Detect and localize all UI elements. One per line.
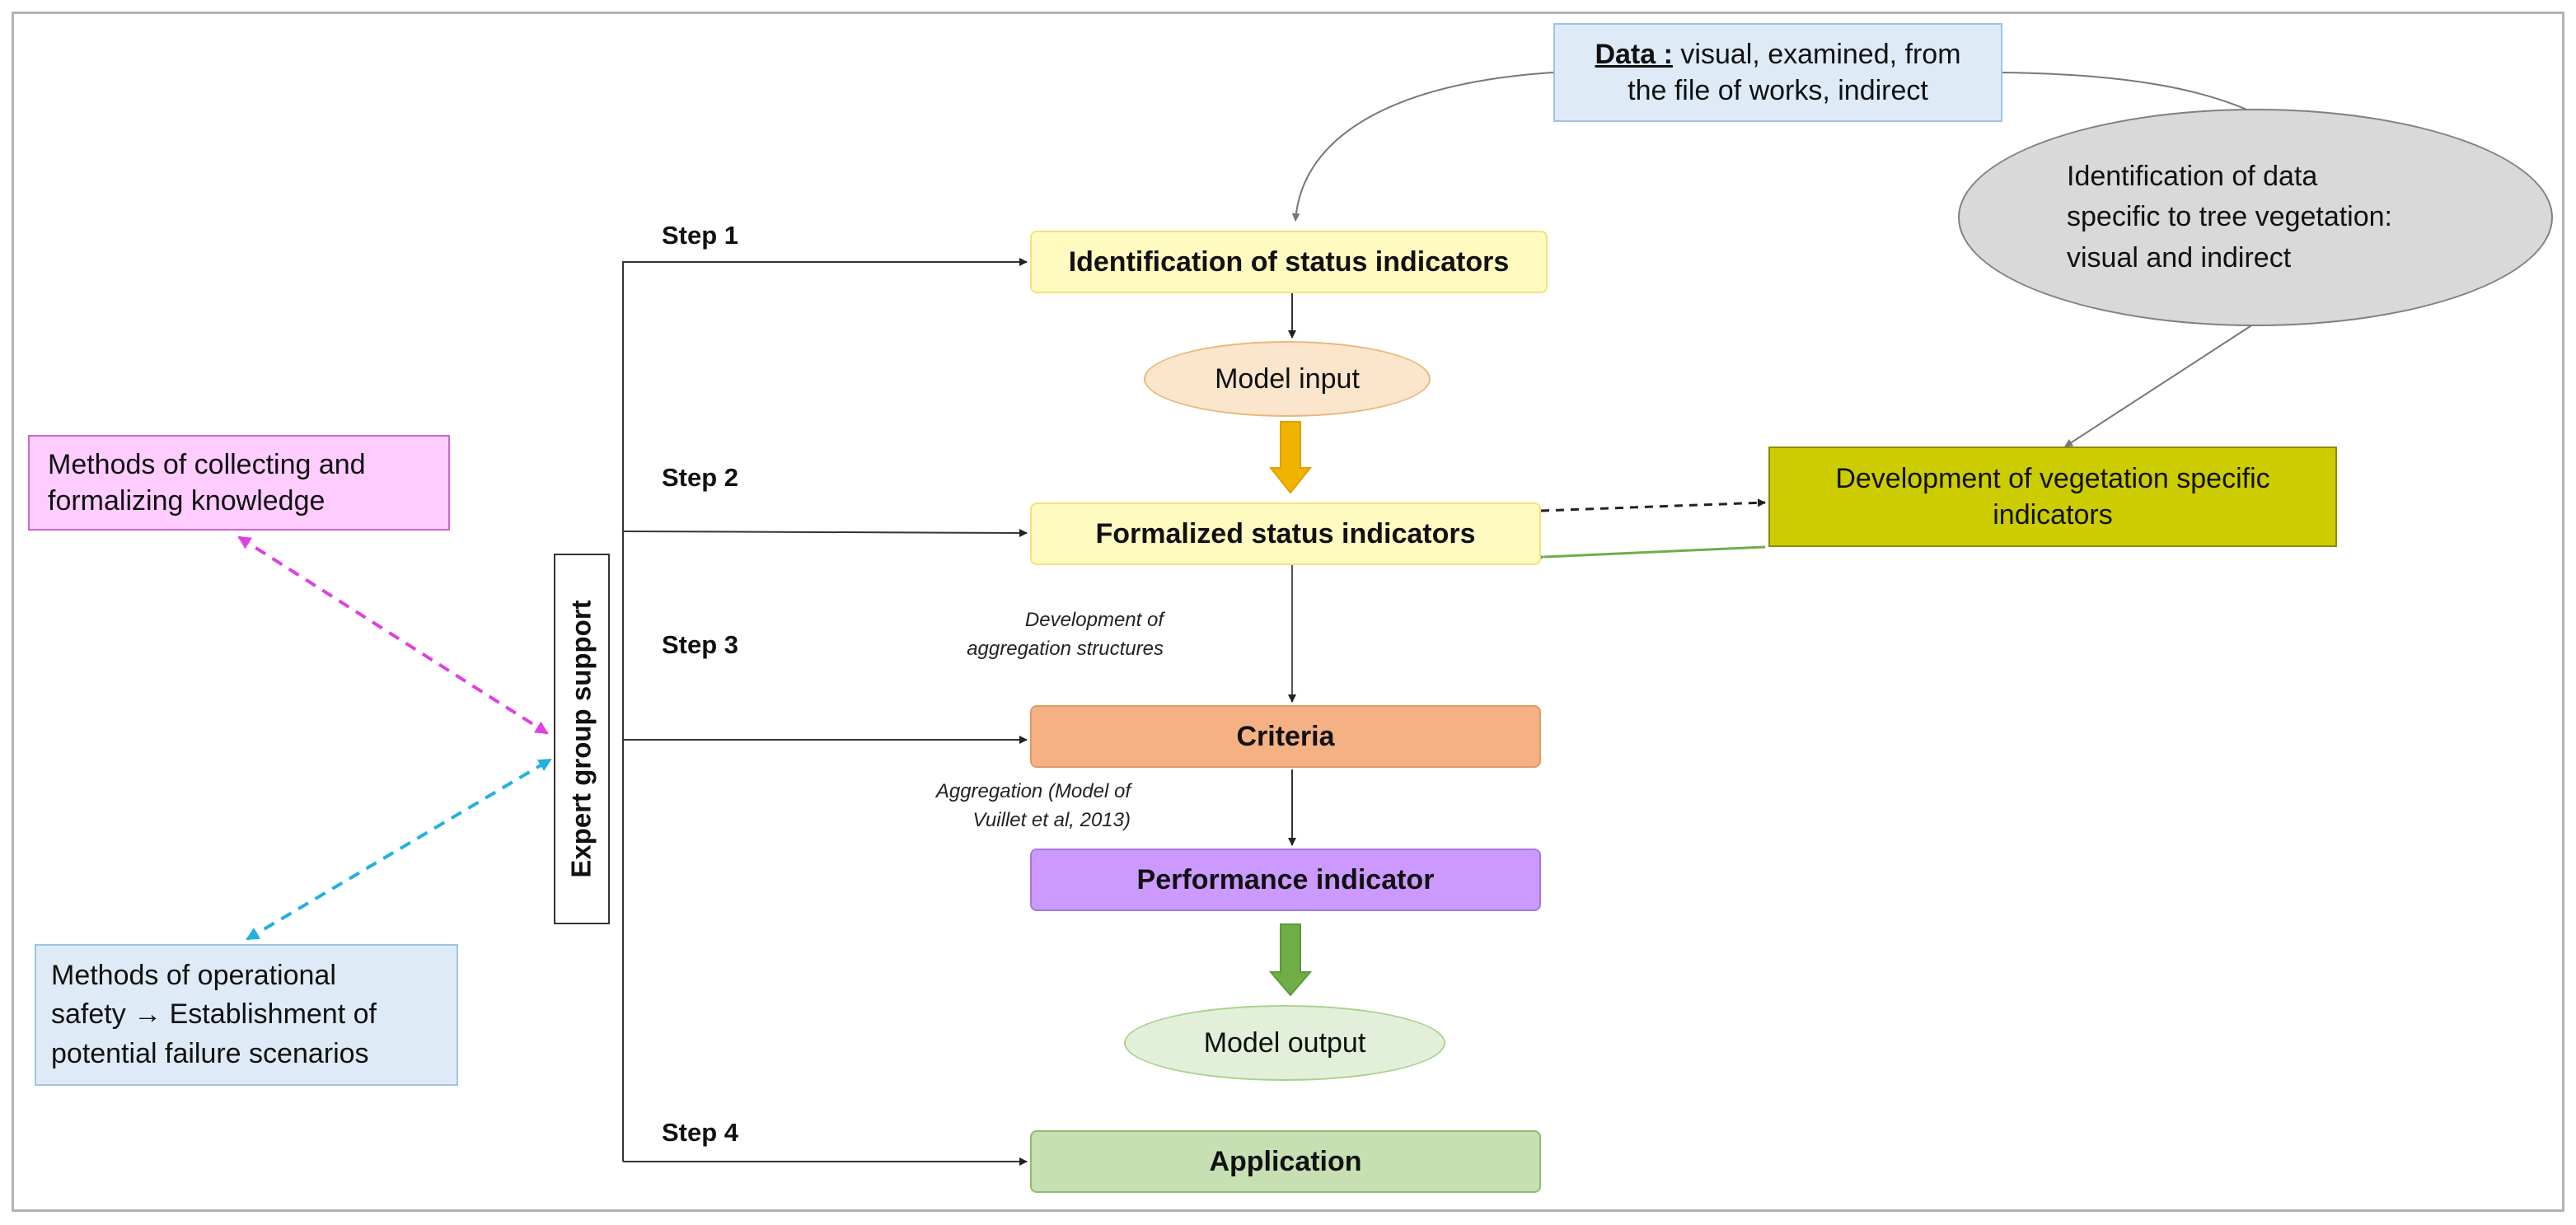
aggregation-line1: Aggregation (Model of bbox=[935, 780, 1131, 802]
tree-vegetation-ellipse: Identification of data specific to tree … bbox=[1958, 109, 2553, 326]
methods-knowledge-box: Methods of collecting and formalizing kn… bbox=[28, 435, 450, 531]
tree-line1: Identification of data bbox=[2067, 161, 2318, 193]
vegetation-line1: Development of vegetation specific bbox=[1835, 462, 2270, 494]
identification-status-box: Identification of status indicators bbox=[1030, 231, 1548, 293]
knowledge-line2: formalizing knowledge bbox=[48, 485, 326, 517]
model-output-ellipse: Model output bbox=[1124, 1005, 1445, 1081]
tree-to-vegetation-line bbox=[2064, 320, 2259, 447]
development-annotation: Development of aggregation structures bbox=[906, 606, 1164, 664]
step2-connector bbox=[622, 528, 1028, 537]
step3-label: Step 3 bbox=[662, 630, 739, 659]
model-input-ellipse: Model input bbox=[1144, 341, 1431, 417]
application-box: Application bbox=[1030, 1130, 1541, 1193]
aggregation-annotation: Aggregation (Model of Vuillet et al, 201… bbox=[847, 778, 1131, 835]
safety-dashed-arrow bbox=[246, 758, 552, 941]
data-source-box: Data : visual, examined, from the file o… bbox=[1553, 23, 2002, 122]
formalized-status-box: Formalized status indicators bbox=[1030, 503, 1541, 565]
performance-to-output-fat-arrow bbox=[1268, 923, 1313, 997]
vegetation-indicators-box: Development of vegetation specific indic… bbox=[1768, 447, 2337, 547]
knowledge-dashed-arrow bbox=[237, 535, 549, 735]
data-box-line2: the file of works, indirect bbox=[1628, 75, 1928, 106]
step1-connector bbox=[622, 258, 1028, 1162]
data-to-tree-arrow bbox=[2002, 72, 2260, 116]
safety-line2: safety → Establishment of bbox=[51, 995, 377, 1035]
safety-line2-rest: Establishment of bbox=[162, 998, 377, 1031]
development-line2: aggregation structures bbox=[967, 637, 1164, 660]
knowledge-line1: Methods of collecting and bbox=[48, 448, 366, 480]
data-box-line1: Data : visual, examined, from bbox=[1595, 36, 1960, 72]
formalized-to-vegetation-dashed bbox=[1540, 498, 1766, 512]
right-arrow-icon: → bbox=[133, 998, 162, 1031]
safety-line3: potential failure scenarios bbox=[51, 1037, 369, 1069]
development-line1: Development of bbox=[1024, 609, 1164, 631]
safety-line1: Methods of operational bbox=[51, 959, 336, 991]
methods-safety-box: Methods of operational safety → Establis… bbox=[35, 944, 458, 1086]
criteria-box: Criteria bbox=[1030, 705, 1541, 768]
input-to-formalized-fat-arrow bbox=[1268, 421, 1313, 494]
performance-indicator-box: Performance indicator bbox=[1030, 849, 1541, 911]
vegetation-line2: indicators bbox=[1993, 499, 2113, 531]
tree-line2: specific to tree vegetation: bbox=[2067, 201, 2393, 233]
step2-label: Step 2 bbox=[662, 463, 739, 492]
data-box-label: Data : bbox=[1595, 38, 1673, 70]
step4-label: Step 4 bbox=[662, 1118, 739, 1147]
expert-group-label: Expert group support bbox=[566, 600, 597, 878]
figure-frame bbox=[12, 12, 2564, 1212]
data-to-identification-arrow bbox=[1291, 72, 1554, 222]
aggregation-line2: Vuillet et al, 2013) bbox=[972, 808, 1131, 831]
expert-group-support-box: Expert group support bbox=[554, 554, 610, 924]
vegetation-to-formalized-green bbox=[1534, 545, 1766, 563]
step1-label: Step 1 bbox=[662, 221, 739, 250]
tree-line3: visual and indirect bbox=[2067, 241, 2292, 274]
data-box-rest1: visual, examined, from bbox=[1672, 38, 1961, 70]
safety-line2-word: safety bbox=[51, 998, 126, 1031]
